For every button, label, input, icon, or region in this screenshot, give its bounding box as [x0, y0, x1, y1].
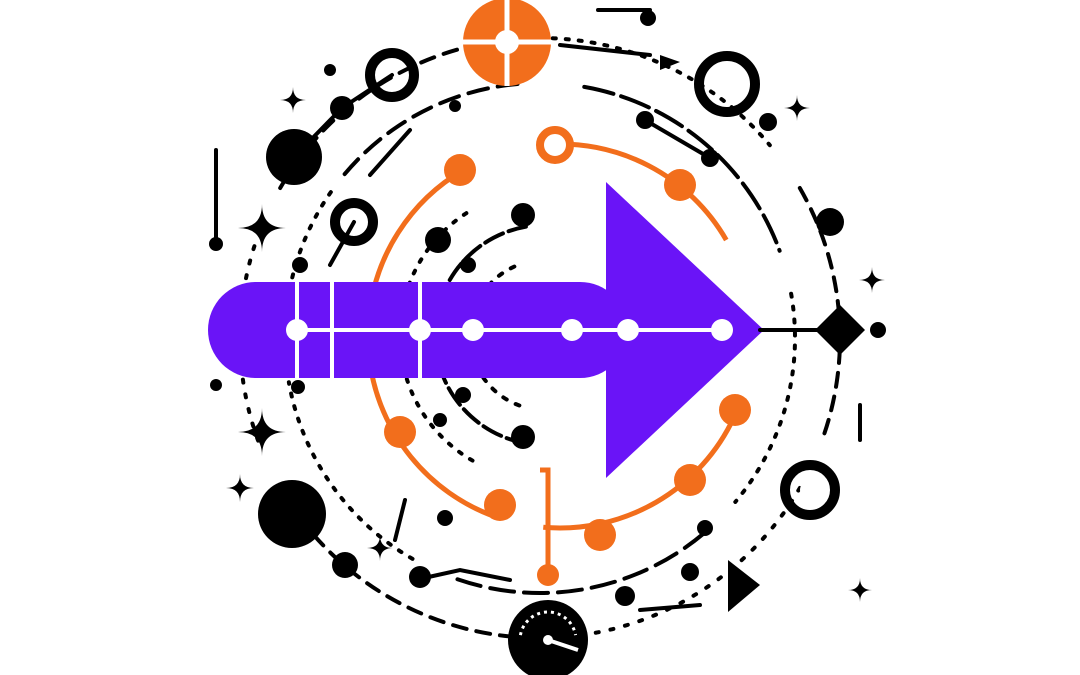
track-node: [711, 319, 733, 341]
black-node: [258, 480, 326, 548]
connector-line: [340, 73, 394, 110]
orbit-ring: [447, 224, 528, 282]
arrowhead-icon: [660, 55, 680, 70]
black-node: [324, 64, 336, 76]
connector-line: [558, 43, 652, 57]
orange-node: [719, 394, 751, 426]
gauge-hub: [543, 635, 553, 645]
orbit-ring: [472, 262, 522, 312]
orbit-ring: [400, 358, 475, 463]
orbit-ring: [511, 36, 772, 148]
black-node: [291, 380, 305, 394]
orbit-ring: [733, 291, 797, 504]
sparkle-icon: [280, 87, 306, 113]
black-node: [425, 227, 451, 253]
orange-connector: [540, 467, 551, 575]
black-decorations: [209, 8, 886, 675]
black-node: [433, 413, 447, 427]
ring-icon: [694, 51, 760, 117]
ring-icon: [330, 198, 378, 246]
ring-icon: [365, 48, 419, 102]
black-node: [292, 257, 308, 273]
connector-line: [638, 603, 702, 612]
gauge-needle: [547, 638, 579, 652]
black-node: [455, 387, 471, 403]
sparkle-icon: [859, 267, 885, 293]
black-node: [615, 586, 635, 606]
black-node: [210, 379, 222, 391]
orange-node: [537, 564, 559, 586]
sparkle-icon: [848, 578, 872, 602]
orbit-ring: [590, 486, 802, 636]
orange-node: [584, 519, 616, 551]
play-triangle-icon: [728, 560, 760, 612]
orange-arc: [367, 362, 496, 519]
orange-node: [384, 416, 416, 448]
black-node: [511, 203, 535, 227]
orange-node: [674, 464, 706, 496]
diamond-icon: [238, 204, 286, 252]
track-node: [462, 319, 484, 341]
black-node: [460, 257, 476, 273]
black-node: [697, 520, 713, 536]
orbit-ring: [286, 380, 415, 561]
track-node: [409, 319, 431, 341]
sparkle-icon: [784, 95, 810, 121]
black-node: [681, 563, 699, 581]
sparkle-icon: [226, 474, 254, 502]
track-node: [561, 319, 583, 341]
orange-node: [444, 154, 476, 186]
black-node: [437, 510, 453, 526]
orbit-ring: [450, 531, 706, 595]
black-node: [816, 208, 844, 236]
track-node: [617, 319, 639, 341]
sparkle-icon: [367, 535, 393, 561]
black-node: [640, 10, 656, 26]
ring-icon-inner: [800, 480, 820, 500]
orange-ring-node: [536, 126, 574, 164]
black-node: [511, 425, 535, 449]
diamond-icon: [238, 408, 286, 456]
connector-line: [368, 128, 412, 177]
connector-line: [328, 220, 356, 267]
arrow-right-icon: [208, 182, 764, 478]
orbit-ring: [582, 84, 782, 253]
black-node: [449, 100, 461, 112]
ring-icon: [780, 460, 840, 520]
orange-orbit: [366, 0, 751, 586]
connector-line: [643, 118, 712, 160]
orange-node: [484, 489, 516, 521]
black-node: [870, 322, 886, 338]
connector-line: [292, 106, 344, 159]
target-center: [495, 30, 519, 54]
orange-arc: [543, 416, 737, 531]
orange-node: [664, 169, 696, 201]
black-node: [759, 113, 777, 131]
black-node: [332, 552, 358, 578]
diamond-icon: [815, 305, 865, 355]
connector-line: [413, 567, 512, 582]
connector-line: [393, 498, 407, 542]
orbit-ring: [342, 81, 520, 177]
track-node: [286, 319, 308, 341]
